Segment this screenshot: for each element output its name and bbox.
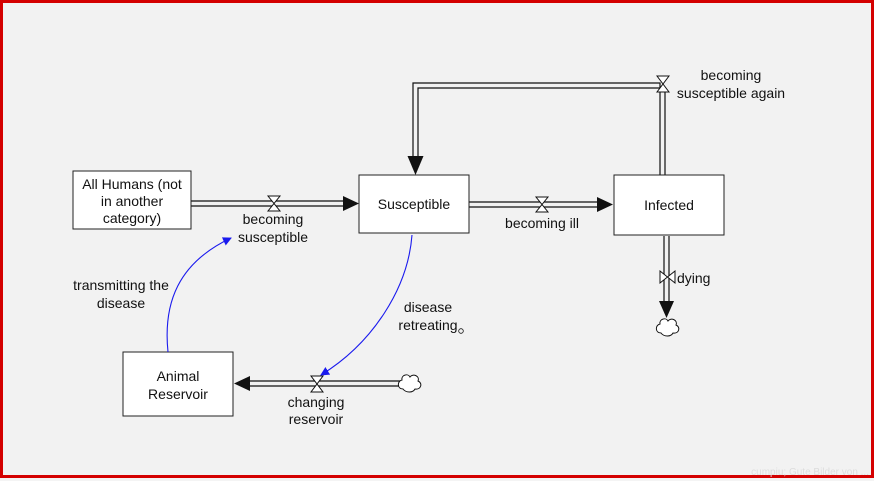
stock-infected[interactable]: Infected	[613, 174, 725, 236]
flow-label-becoming-susceptible-again-1: becoming	[701, 67, 762, 83]
link-label-disease-retreating-1: disease	[404, 299, 452, 315]
flow-label-becoming-susceptible-2: susceptible	[238, 229, 308, 245]
stock-susceptible-label: Susceptible	[378, 196, 451, 212]
flow-label-changing-reservoir-1: changing	[288, 394, 345, 410]
pipe-susceptible-to-infected	[469, 197, 613, 212]
pipe-infected-to-susceptible-loop	[407, 82, 666, 175]
stock-flow-diagram: All Humans (not in another category) Sus…	[72, 67, 869, 478]
valve-becoming-susceptible-again[interactable]	[656, 75, 670, 93]
flow-label-becoming-susceptible-again-2: susceptible again	[677, 85, 785, 101]
pipe-infected-to-dying	[659, 236, 674, 318]
flow-label-becoming-susceptible-1: becoming	[243, 211, 304, 227]
stock-susceptible[interactable]: Susceptible	[358, 174, 470, 234]
cloud-dying-sink-icon	[655, 318, 680, 337]
stock-all-humans-label-1: All Humans (not	[82, 176, 182, 192]
valve-changing-reservoir[interactable]	[310, 375, 324, 393]
watermark-text: cumpiu; Gute Bilder von ...	[751, 467, 869, 478]
link-disease-retreating[interactable]	[320, 234, 413, 376]
stock-all-humans-label-3: category)	[103, 210, 161, 226]
link-label-disease-retreating-2: retreating	[398, 317, 457, 333]
stock-animal-reservoir-label-2: Reservoir	[148, 386, 208, 402]
stock-animal-reservoir-label-1: Animal	[157, 368, 200, 384]
disease-retreating-marker	[458, 328, 464, 334]
link-label-transmitting-1: transmitting the	[73, 277, 169, 293]
pipe-all-humans-to-susceptible	[191, 196, 359, 211]
stock-all-humans-label-2: in another	[101, 193, 164, 209]
stock-animal-reservoir[interactable]: Animal Reservoir	[122, 351, 234, 417]
link-transmitting-the-disease[interactable]	[166, 237, 232, 353]
stock-infected-label: Infected	[644, 197, 694, 213]
flow-label-becoming-ill: becoming ill	[505, 215, 579, 231]
valve-dying[interactable]	[659, 269, 676, 285]
stock-all-humans[interactable]: All Humans (not in another category)	[72, 170, 192, 230]
cloud-reservoir-source-icon	[397, 374, 422, 393]
valve-becoming-ill[interactable]	[534, 196, 550, 213]
flow-label-dying: dying	[677, 270, 710, 286]
link-label-transmitting-2: disease	[97, 295, 145, 311]
flow-label-changing-reservoir-2: reservoir	[289, 411, 344, 427]
pipe-cloud-to-animal-reservoir	[234, 376, 401, 391]
valve-becoming-susceptible[interactable]	[266, 195, 282, 212]
